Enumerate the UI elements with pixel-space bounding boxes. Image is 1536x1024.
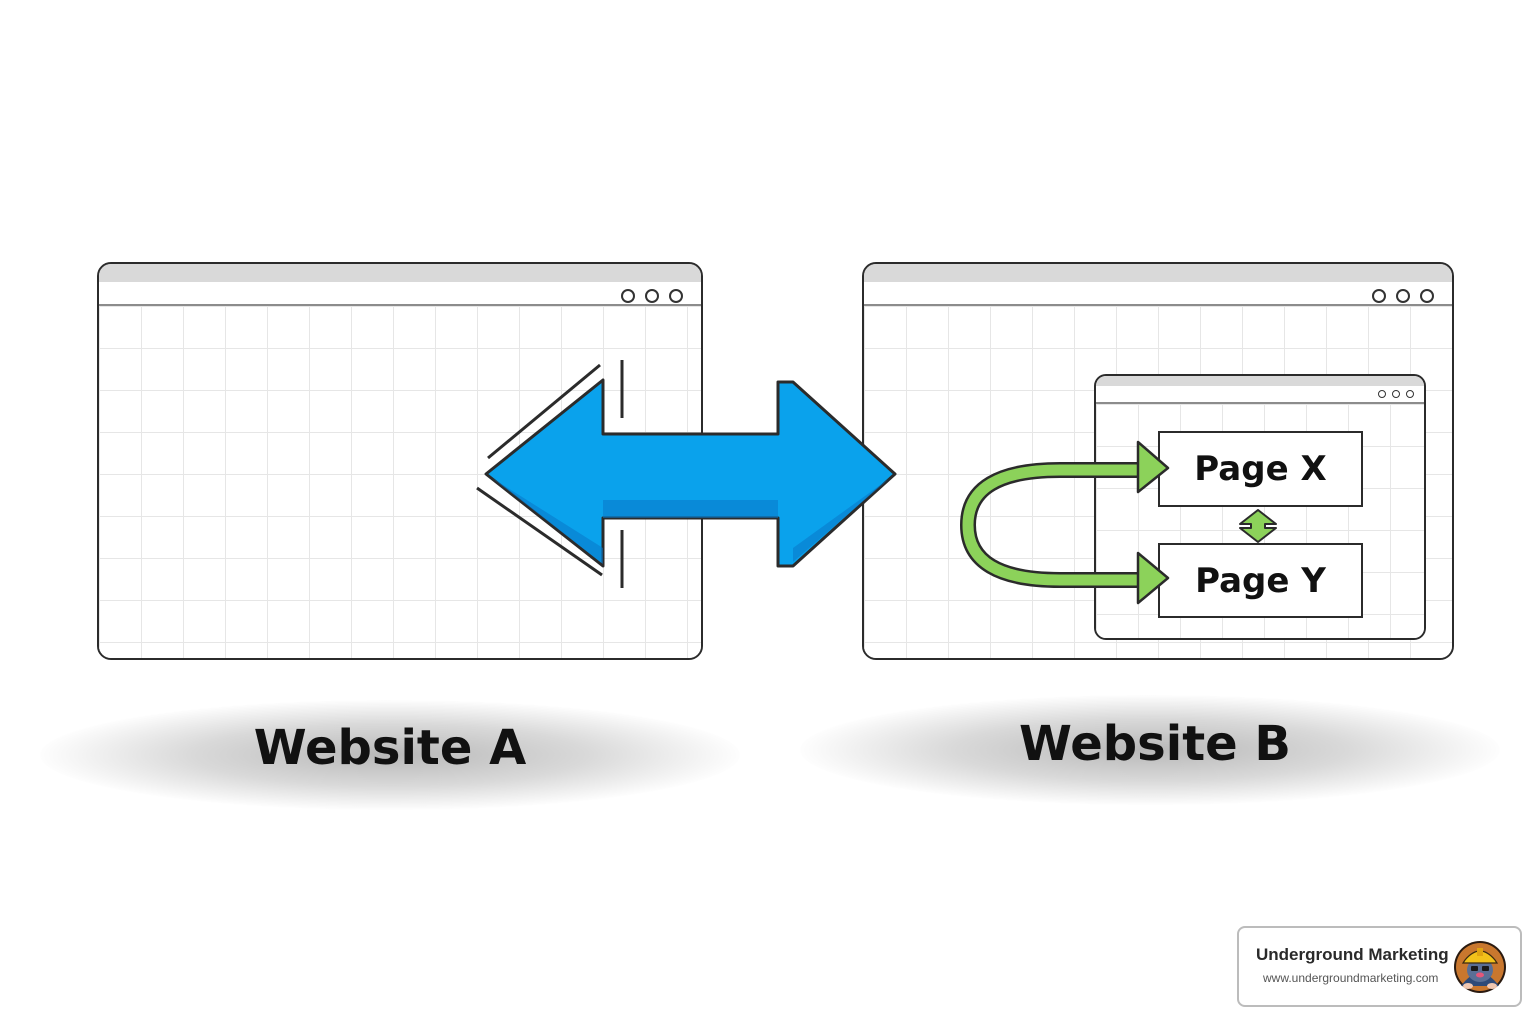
brand-badge[interactable]: Underground Marketing www.undergroundmar… bbox=[1237, 926, 1522, 1007]
page-x-label: Page X bbox=[1194, 449, 1327, 489]
window-dots-icon bbox=[1378, 390, 1414, 398]
brand-name: Underground Marketing bbox=[1256, 945, 1449, 964]
mole-mascot-icon bbox=[1454, 941, 1506, 993]
brand-url: www.undergroundmarketing.com bbox=[1263, 971, 1439, 985]
website-a-window bbox=[97, 262, 703, 660]
label-shadow-b bbox=[800, 695, 1500, 805]
website-a-label: Website A bbox=[253, 720, 527, 776]
page-y-label: Page Y bbox=[1195, 560, 1326, 601]
window-titlebar bbox=[864, 264, 1452, 283]
page-x-box: Page X bbox=[1158, 431, 1363, 507]
window-dots-icon bbox=[621, 289, 683, 303]
website-b-label: Website B bbox=[1019, 716, 1291, 772]
window-titlebar bbox=[99, 264, 701, 283]
label-shadow-a bbox=[40, 700, 740, 810]
page-y-box: Page Y bbox=[1158, 543, 1363, 618]
window-body bbox=[99, 306, 701, 658]
window-dots-icon bbox=[1372, 289, 1434, 303]
